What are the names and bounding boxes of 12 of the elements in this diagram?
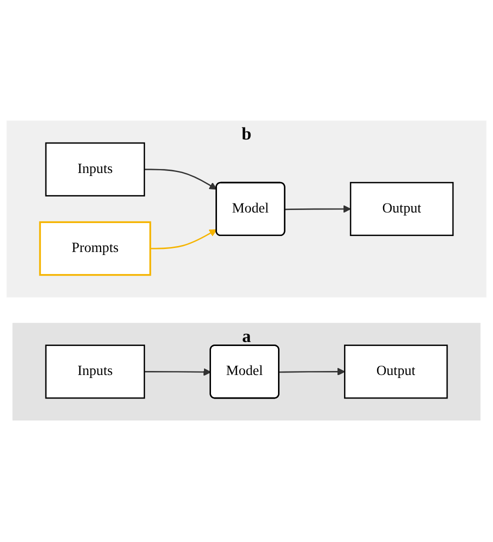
node-box <box>350 182 454 236</box>
arrow <box>279 368 346 376</box>
arrow <box>144 368 212 376</box>
node-box <box>344 345 448 400</box>
arrow <box>150 230 217 250</box>
cluster <box>6 121 486 298</box>
arrow <box>285 206 351 214</box>
node-box <box>45 142 146 197</box>
cluster <box>12 323 481 421</box>
node-box <box>45 345 146 400</box>
node-box <box>39 222 152 276</box>
arrow <box>144 169 217 190</box>
